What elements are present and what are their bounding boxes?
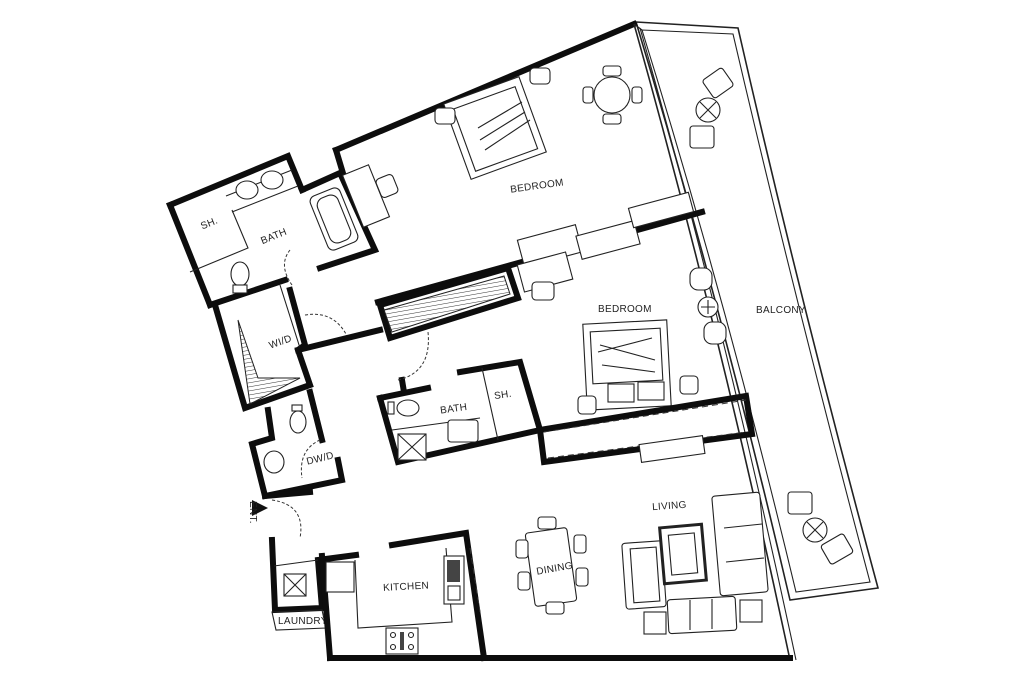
entry-arrow-icon bbox=[252, 500, 268, 516]
balcony-seating-top bbox=[689, 67, 734, 149]
bath-2: BATH SH. bbox=[376, 331, 544, 466]
kitchen: KITCHEN bbox=[318, 529, 488, 662]
kitchen-label: KITCHEN bbox=[383, 580, 430, 593]
powder-label: DW/D bbox=[305, 450, 335, 467]
balcony: BALCONY bbox=[634, 21, 880, 601]
bedroom-2-label: BEDROOM bbox=[598, 304, 652, 315]
bath-1: SH. BATH bbox=[189, 169, 380, 309]
entry-label: ENT. bbox=[247, 501, 258, 524]
bath-1-label: BATH bbox=[259, 227, 288, 247]
exterior-walls bbox=[166, 20, 797, 661]
laundry-label: LAUNDRY bbox=[278, 616, 328, 627]
shower-1-label: SH. bbox=[199, 215, 219, 232]
entry: ENT. bbox=[247, 488, 314, 539]
bedroom-1-label: BEDROOM bbox=[510, 177, 565, 195]
balcony-label: BALCONY bbox=[756, 305, 806, 316]
walk-in-closet: WI/D bbox=[211, 284, 349, 412]
shower-2-label: SH. bbox=[494, 389, 513, 402]
living-label: LIVING bbox=[652, 500, 687, 513]
wic-label: WI/D bbox=[268, 333, 294, 351]
living: LIVING bbox=[621, 491, 769, 635]
bath-2-label: BATH bbox=[440, 402, 468, 417]
powder-room: DW/D bbox=[248, 388, 346, 500]
bedroom-1: BEDROOM bbox=[341, 65, 706, 306]
balcony-seating-bottom bbox=[787, 491, 854, 565]
dining: DINING bbox=[515, 516, 589, 615]
laundry: LAUNDRY bbox=[268, 536, 360, 631]
bedroom-2: BEDROOM bbox=[294, 251, 756, 466]
